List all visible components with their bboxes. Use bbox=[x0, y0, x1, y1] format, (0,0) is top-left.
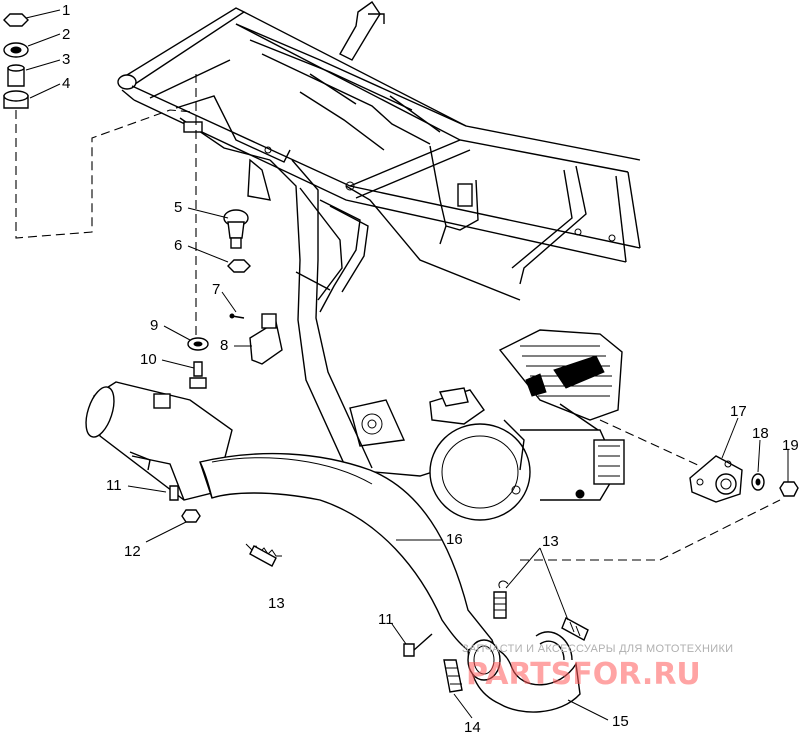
callout-labels: 1 2 3 4 5 6 7 8 9 10 11 12 13 16 13 11 1… bbox=[62, 2, 799, 733]
hardware-parts bbox=[3, 13, 799, 693]
callout-13-left: 13 bbox=[268, 595, 285, 612]
callout-12: 12 bbox=[124, 543, 141, 560]
bolt-11a bbox=[169, 485, 179, 501]
springs-13b bbox=[493, 580, 589, 641]
callout-5: 5 bbox=[174, 199, 182, 216]
bolt-11b bbox=[403, 643, 415, 657]
bolt-10 bbox=[193, 361, 203, 377]
callout-3: 3 bbox=[62, 51, 70, 68]
mount-5 bbox=[223, 209, 249, 249]
callout-13-right: 13 bbox=[542, 533, 559, 550]
callout-14: 14 bbox=[464, 719, 481, 733]
callout-7: 7 bbox=[212, 281, 220, 298]
nut-1 bbox=[3, 13, 29, 27]
leader-lines bbox=[25, 9, 789, 721]
callout-4: 4 bbox=[62, 75, 70, 92]
callout-15: 15 bbox=[612, 713, 629, 730]
exhaust-system bbox=[85, 381, 581, 713]
callout-9: 9 bbox=[150, 317, 158, 334]
watermark-tagline: ЗАПЧАСТИ И АКСЕССУАРЫ ДЛЯ МОТОТЕХНИКИ bbox=[462, 643, 733, 655]
nut-12 bbox=[181, 509, 201, 523]
callout-10: 10 bbox=[140, 351, 157, 368]
engine bbox=[429, 329, 625, 521]
callout-6: 6 bbox=[174, 237, 182, 254]
atv-frame bbox=[117, 1, 641, 479]
callout-19: 19 bbox=[782, 437, 799, 454]
watermark-logo: PARTSFOR.RU bbox=[466, 657, 701, 692]
callout-8: 8 bbox=[220, 337, 228, 354]
nut-19 bbox=[779, 481, 799, 497]
callout-11-left: 11 bbox=[106, 477, 122, 494]
callout-2: 2 bbox=[62, 26, 70, 43]
callout-18: 18 bbox=[752, 425, 769, 442]
nut-6 bbox=[227, 259, 251, 273]
watermark: ЗАПЧАСТИ И АКСЕССУАРЫ ДЛЯ МОТОТЕХНИКИ PA… bbox=[462, 643, 733, 692]
callout-16: 16 bbox=[446, 531, 463, 548]
callout-1: 1 bbox=[62, 2, 70, 19]
callout-17: 17 bbox=[730, 403, 747, 420]
callout-11-right: 11 bbox=[378, 611, 394, 628]
